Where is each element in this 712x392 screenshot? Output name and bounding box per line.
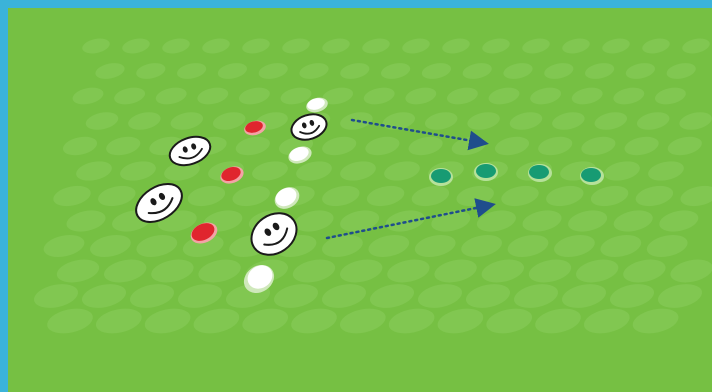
green-marker — [580, 167, 604, 185]
green-marker — [474, 163, 498, 181]
green-marker — [429, 168, 453, 186]
green-marker — [528, 164, 552, 182]
